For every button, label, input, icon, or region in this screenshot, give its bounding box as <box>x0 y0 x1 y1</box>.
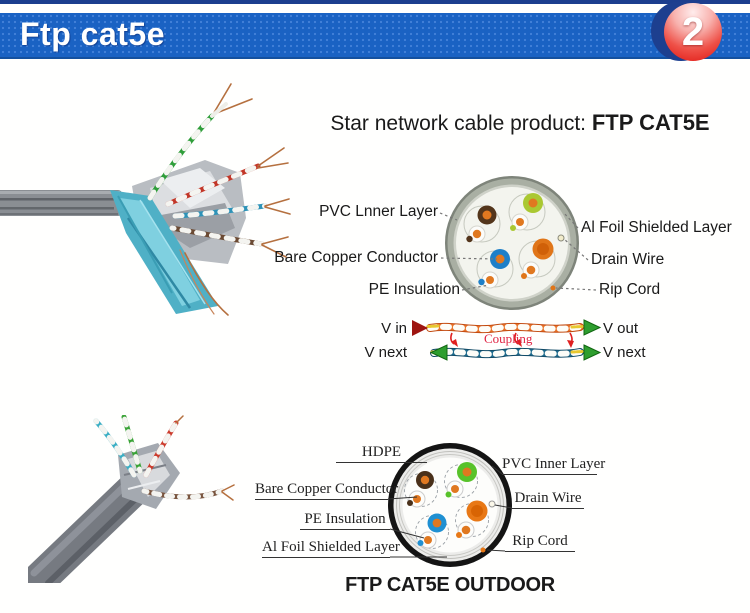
label-drain-wire-outdoor: Drain Wire <box>512 490 584 509</box>
label-al-foil-shielded-layer: Al Foil Shielded Layer <box>581 219 732 236</box>
outdoor-caption: FTP CAT5E OUTDOOR <box>345 574 555 596</box>
label-v-next-right: V next <box>603 344 646 361</box>
brown-pair <box>407 471 434 508</box>
coupling-pair-top <box>426 322 584 334</box>
label-pe-insulation-outdoor: PE Insulation <box>300 511 390 530</box>
lime-pair <box>510 193 543 231</box>
header-bar <box>0 13 750 59</box>
label-pvc-inner-layer-outdoor: PVC Inner Layer <box>502 456 605 475</box>
rip-cord-dot <box>550 285 556 291</box>
drain-wire-dot <box>488 500 496 508</box>
label-drain-wire: Drain Wire <box>591 251 665 268</box>
arrow-v-next-right <box>583 344 602 361</box>
solid-connectors <box>387 465 513 558</box>
orange-pair <box>456 500 488 539</box>
label-coupling: Coupling <box>484 331 533 346</box>
label-pvc-inner-layer: PVC Lnner Layer <box>319 203 438 220</box>
brown-pair <box>466 205 497 243</box>
blue-pair <box>478 249 510 289</box>
green-pair <box>445 462 477 498</box>
label-bare-copper-conductor: Bare Copper Conductor <box>274 249 438 266</box>
ftp-cable-photo-indoor <box>0 83 291 316</box>
coupling-pair-bottom <box>430 347 584 359</box>
cable-jacket <box>28 466 157 583</box>
arrow-v-in <box>412 320 428 336</box>
page-number: 2 <box>681 9 705 54</box>
pair-outlines <box>463 193 556 288</box>
rip-cord-dot <box>480 547 486 553</box>
page-number-badge: 2 <box>664 3 722 61</box>
label-hdpe: HDPE <box>336 444 427 463</box>
label-pe-insulation: PE Insulation <box>368 281 460 298</box>
dashed-connectors <box>439 211 597 291</box>
silver-foil <box>132 160 246 264</box>
arrow-v-out <box>583 319 602 336</box>
label-v-next-left: V next <box>364 344 407 361</box>
silver-foil <box>118 443 180 509</box>
arrow-v-next-left <box>429 344 448 361</box>
blue-pair <box>417 513 447 549</box>
page-title: Ftp cat5e <box>20 16 165 52</box>
twisted-pairs <box>147 83 291 316</box>
twisted-pairs <box>93 415 235 501</box>
blue-foil <box>110 190 218 314</box>
heading-regular: Star network cable product: <box>330 112 592 135</box>
label-al-foil-shielded-layer-outdoor: Al Foil Shielded Layer <box>262 539 400 558</box>
cable-jacket <box>0 190 122 216</box>
label-bare-copper-conductor-outdoor: Bare Copper Conductor <box>255 481 398 500</box>
label-v-out: V out <box>603 320 639 337</box>
header-top-stripe <box>0 0 750 4</box>
jacket-ring <box>445 176 579 310</box>
orange-pair <box>521 238 554 279</box>
section-heading: Star network cable product: FTP CAT5E <box>295 110 745 136</box>
heading-product-name: FTP CAT5E <box>591 110 710 135</box>
pair-outlines <box>404 464 489 549</box>
drain-wire-dot <box>557 234 565 242</box>
label-rip-cord-outdoor: Rip Cord <box>505 533 575 552</box>
label-rip-cord: Rip Cord <box>599 281 661 298</box>
label-v-in: V in <box>381 320 407 337</box>
ftp-cable-photo-outdoor <box>28 415 235 583</box>
